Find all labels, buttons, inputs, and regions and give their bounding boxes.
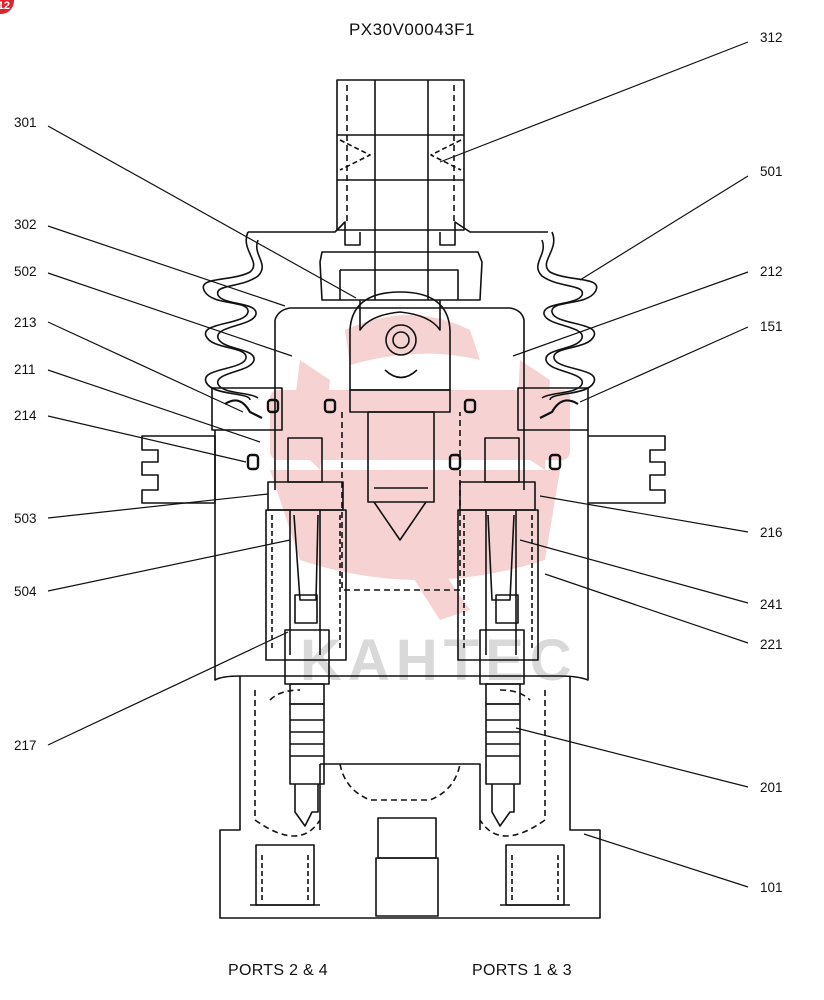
- callout-302: 302: [14, 217, 37, 232]
- callout-241: 241: [760, 597, 783, 612]
- right-spool: [457, 437, 539, 827]
- callout-504: 504: [14, 584, 37, 599]
- ports-label-right: PORTS 1 & 3: [472, 962, 572, 979]
- callout-501: 501: [760, 164, 783, 179]
- callout-216: 216: [760, 525, 783, 540]
- callout-214: 214: [14, 408, 37, 423]
- callout-502: 502: [14, 264, 37, 279]
- callout-labels: 312 301 501 302 212 502 151 213 211 214 …: [14, 30, 783, 895]
- callout-312: 312: [760, 30, 783, 45]
- lower-housing: [214, 503, 601, 919]
- ports-label-left: PORTS 2 & 4: [228, 962, 328, 979]
- callout-213: 213: [14, 315, 37, 330]
- callout-151: 151: [760, 319, 783, 334]
- top-shaft: [336, 79, 465, 300]
- callout-221: 221: [760, 637, 783, 652]
- cover-cap: [248, 221, 548, 301]
- callout-101: 101: [760, 880, 783, 895]
- callout-301: 301: [14, 115, 37, 130]
- callout-211: 211: [14, 362, 36, 377]
- callout-201: 201: [760, 780, 783, 795]
- left-spool: [265, 437, 347, 827]
- o-rings: [246, 398, 562, 471]
- callout-503: 503: [14, 511, 37, 526]
- callout-217: 217: [14, 738, 37, 753]
- drawing-title: PX30V00043F1: [348, 20, 476, 39]
- leader-lines: [47, 41, 749, 888]
- callout-212: 212: [760, 264, 783, 279]
- bellows-boot: [202, 231, 598, 401]
